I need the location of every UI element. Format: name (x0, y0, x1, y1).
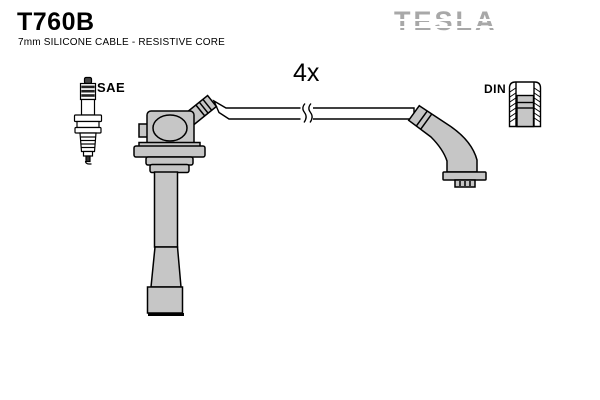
brand-logo-stripe (394, 19, 498, 21)
spark-plug-icon (73, 76, 103, 165)
distributor-elbow-boot-icon (407, 104, 487, 188)
brand-logo: TESLA (394, 6, 498, 36)
coil-on-plug-boot-icon (133, 94, 218, 316)
brand-logo-text: TESLA (394, 6, 498, 36)
din-label: DIN (484, 82, 507, 96)
cable-break-icon (300, 103, 313, 123)
quantity-label: 4x (293, 59, 320, 87)
part-number: T760B (17, 8, 95, 36)
product-description: 7mm SILICONE CABLE - RESISTIVE CORE (18, 37, 226, 48)
sae-label: SAE (97, 80, 126, 95)
ignition-cable (212, 99, 415, 123)
brand-logo-stripe (394, 26, 498, 28)
din-connector-icon (508, 81, 542, 128)
